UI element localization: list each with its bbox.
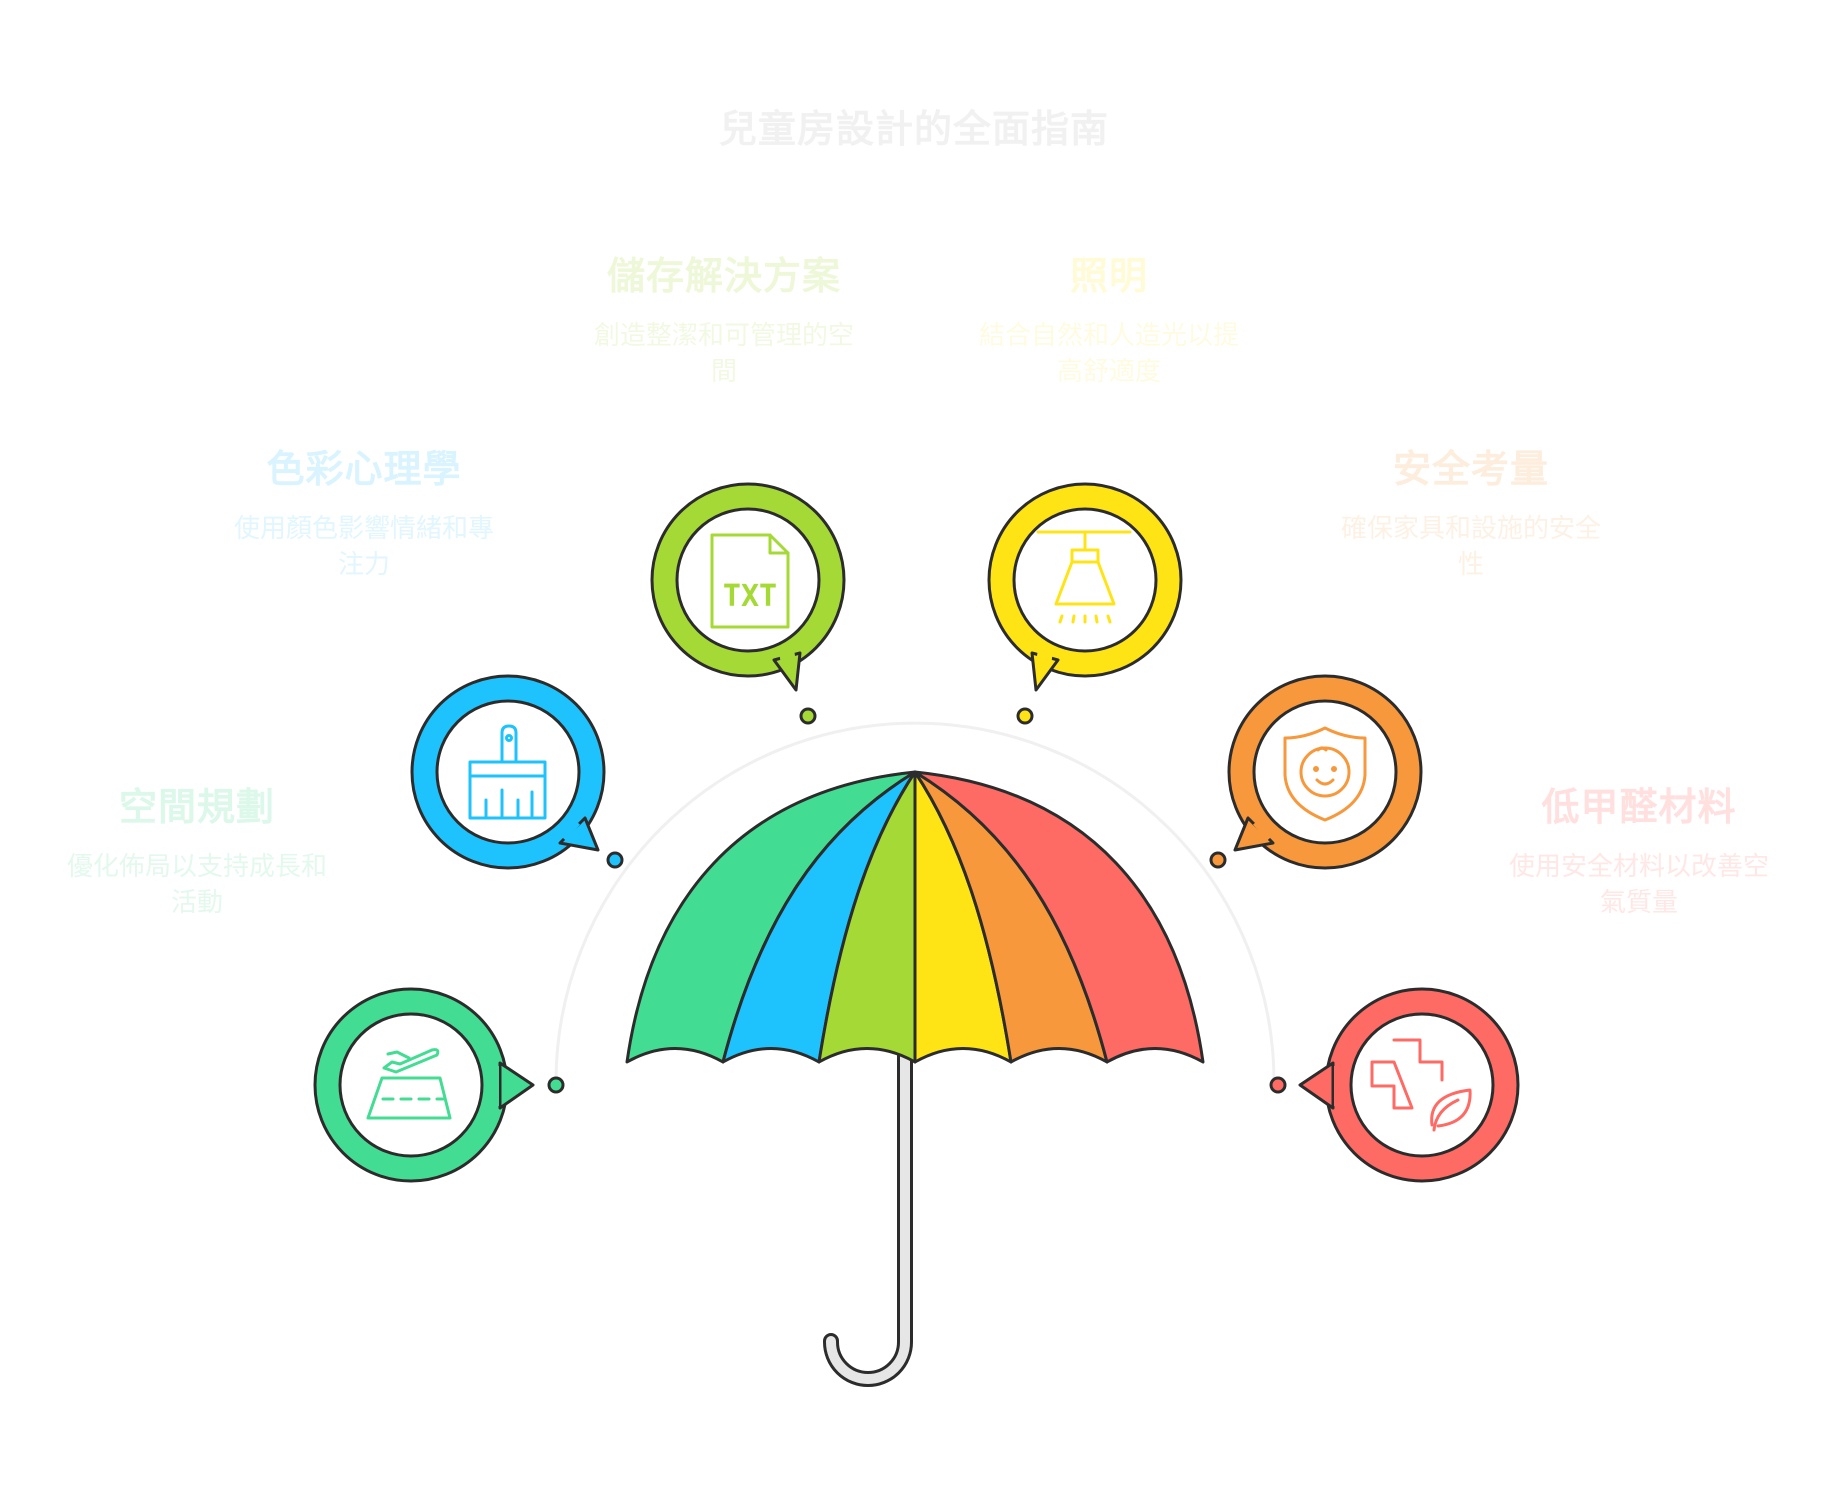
txt-file-icon: TXT (710, 533, 790, 629)
canopy-panel-red (913, 770, 1205, 1064)
bubble-space-planning (313, 987, 535, 1183)
dot-low-formaldehyde (1269, 1076, 1287, 1094)
bubble-low-formaldehyde (1298, 987, 1520, 1183)
bubble-safety (1227, 674, 1423, 870)
label-safety: 安全考量 確保家具和設施的安全性 (1326, 438, 1616, 583)
canopy-panel-lime (817, 770, 917, 1064)
baby-shield-icon (1283, 726, 1367, 822)
dot-color-psychology (606, 851, 624, 869)
dot-safety (1209, 851, 1227, 869)
bubble-lighting (987, 482, 1183, 692)
heading-safety: 安全考量 (1392, 447, 1549, 491)
page-title: 兒童房設計的全面指南 (718, 107, 1109, 151)
heading-color-psychology: 色彩心理學 (266, 447, 462, 491)
svg-text:TXT: TXT (723, 579, 777, 614)
paint-brush-icon (468, 724, 547, 820)
desc-storage: 創造整潔和可管理的空間 (593, 321, 854, 387)
umbrella-canopy (625, 770, 1205, 1064)
medical-leaf-icon (1370, 1038, 1472, 1132)
umbrella-handle (823, 1042, 913, 1387)
runway-plane-icon (366, 1048, 452, 1120)
label-space-planning: 空間規劃 優化佈局以支持成長和活動 (52, 776, 342, 921)
bubble-color-psychology (410, 674, 606, 870)
guide-arc (554, 721, 1276, 1083)
dot-space-planning (547, 1076, 565, 1094)
label-color-psychology: 色彩心理學 使用顏色影響情緒和專注力 (219, 438, 509, 583)
label-storage: 儲存解決方案 創造整潔和可管理的空間 (579, 245, 869, 390)
desc-color-psychology: 使用顏色影響情緒和專注力 (233, 514, 494, 580)
heading-storage: 儲存解決方案 (606, 254, 841, 298)
dot-storage (799, 707, 817, 725)
label-low-formaldehyde: 低甲醛材料 使用安全材料以改善空氣質量 (1494, 776, 1784, 921)
desc-space-planning: 優化佈局以支持成長和活動 (66, 852, 327, 918)
desc-lighting: 結合自然和人造光以提高舒適度 (978, 321, 1239, 387)
bubble-storage: TXT (650, 482, 846, 692)
heading-lighting: 照明 (1069, 254, 1148, 298)
heading-space-planning: 空間規劃 (118, 785, 275, 829)
desc-low-formaldehyde: 使用安全材料以改善空氣質量 (1508, 852, 1769, 918)
connector-dots (547, 707, 1287, 1094)
label-lighting: 照明 結合自然和人造光以提高舒適度 (964, 245, 1254, 390)
desc-safety: 確保家具和設施的安全性 (1340, 514, 1601, 580)
heading-low-formaldehyde: 低甲醛材料 (1541, 785, 1737, 829)
dot-lighting (1016, 707, 1034, 725)
ceiling-lamp-icon (1036, 530, 1132, 624)
